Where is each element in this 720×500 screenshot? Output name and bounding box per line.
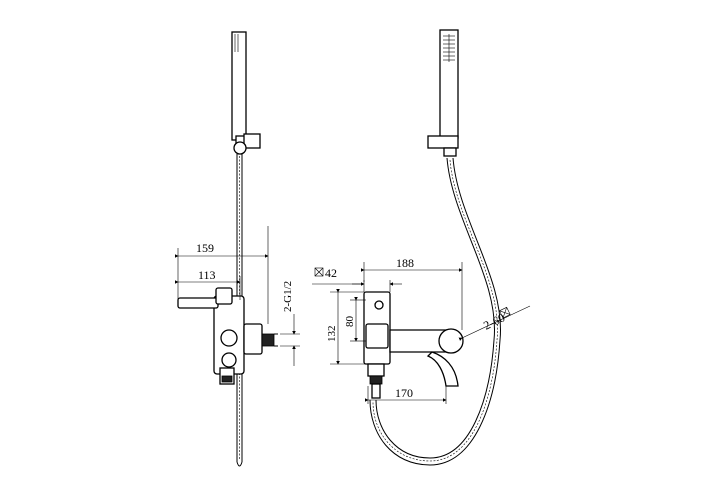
dim-label-170: 170: [395, 386, 413, 400]
dim-170: 170: [365, 386, 447, 404]
dim-42: 42: [312, 266, 402, 292]
dim-label-42: 42: [325, 266, 337, 280]
hose-front: [369, 157, 502, 466]
mixer-body-front: [363, 291, 391, 399]
mixer-body-side: [177, 287, 278, 385]
dim-113: 113: [175, 268, 241, 300]
dim-80: 80: [344, 297, 366, 342]
dim-label-80: 80: [344, 316, 356, 328]
dim-132: 132: [326, 289, 368, 365]
hand-shower-front: [427, 29, 459, 157]
dim-label-thread: 2-G1/2: [282, 281, 294, 312]
dim-label-113: 113: [198, 268, 216, 282]
front-view: 42 188 132 80: [312, 29, 531, 466]
dim-label-60: 2-60: [481, 310, 507, 332]
dim-label-132: 132: [326, 326, 338, 343]
dim-159: 159: [175, 226, 269, 324]
dim-thread: 2-G1/2: [280, 281, 300, 366]
dim-188: 188: [361, 256, 463, 330]
dim-label-159: 159: [196, 241, 214, 255]
hand-shower-side: [231, 31, 247, 147]
spout-front: [389, 328, 464, 387]
side-view: 159 113 2-G1/2: [175, 31, 300, 467]
wall-holder-side: [233, 133, 261, 155]
dim-label-188: 188: [396, 256, 414, 270]
